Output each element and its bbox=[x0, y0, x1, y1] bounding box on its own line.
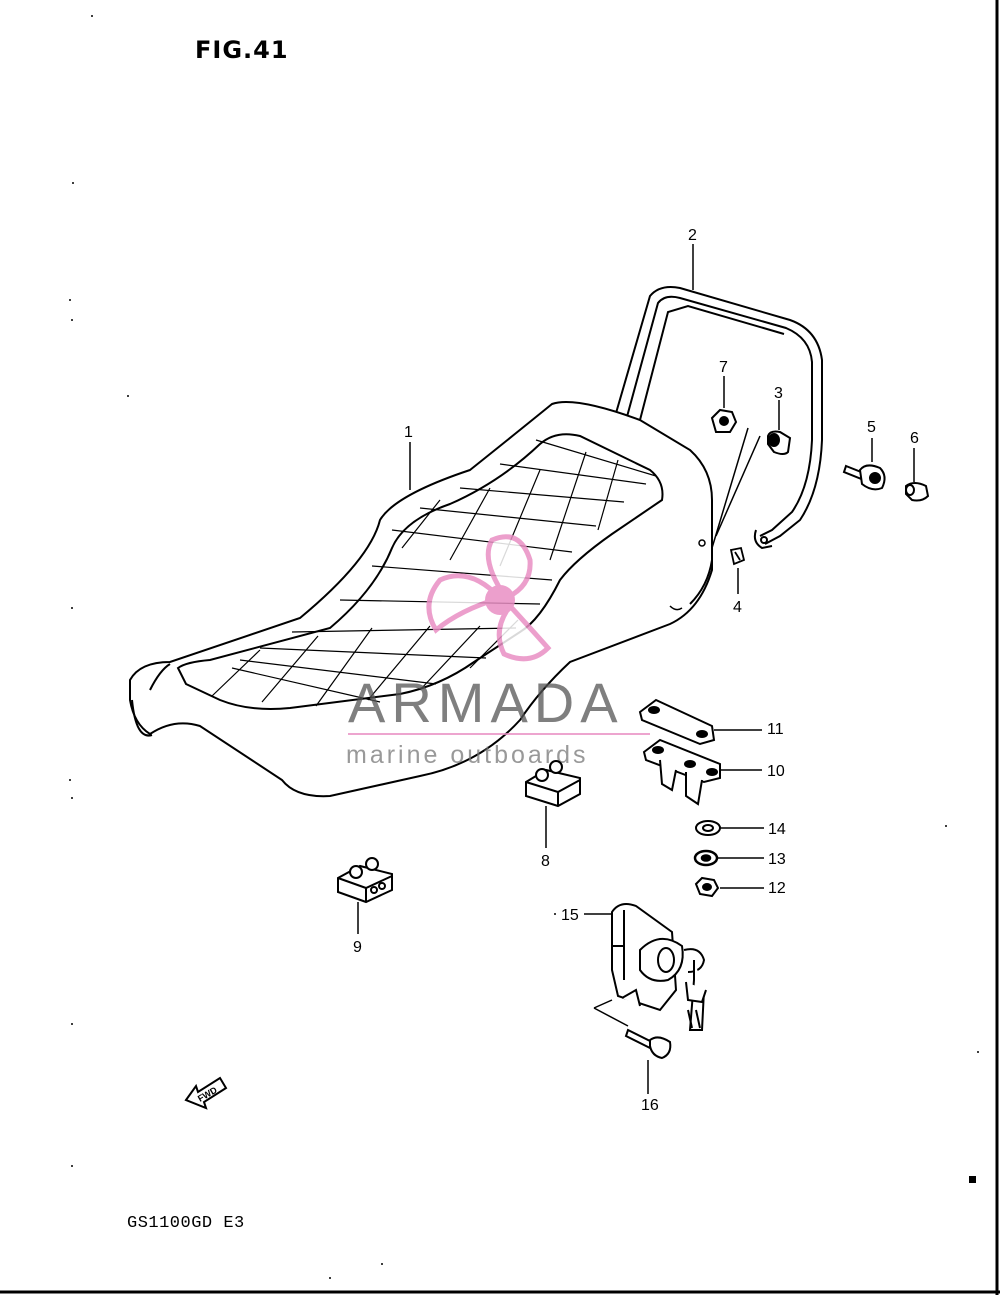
grab-rail bbox=[613, 286, 823, 550]
lock-washer-part-13 bbox=[693, 849, 719, 867]
hinge-plate-part-11 bbox=[638, 698, 716, 746]
callout-1: 1 bbox=[404, 424, 413, 441]
callout-9: 9 bbox=[353, 939, 362, 956]
callout-3: 3 bbox=[774, 385, 783, 402]
figure-title: FIG.41 bbox=[195, 36, 289, 64]
cushion-part-9 bbox=[337, 857, 393, 904]
callout-12: 12 bbox=[768, 880, 786, 897]
watermark-tagline: marine outboards bbox=[346, 741, 589, 769]
callout-15: 15 bbox=[561, 907, 579, 924]
callout-10: 10 bbox=[767, 763, 785, 780]
model-code: GS1100GD E3 bbox=[127, 1214, 245, 1233]
leader-lines bbox=[357, 244, 915, 1094]
seat-lock-part-15 bbox=[611, 903, 707, 1031]
margin-mark bbox=[969, 1176, 976, 1183]
callout-4: 4 bbox=[733, 599, 742, 616]
nut-part-7 bbox=[710, 408, 738, 433]
callout-5: 5 bbox=[867, 419, 876, 436]
seat bbox=[129, 401, 713, 798]
bolt-part-16 bbox=[624, 1028, 672, 1060]
callout-8: 8 bbox=[541, 853, 550, 870]
bolt-part-5 bbox=[842, 464, 886, 491]
callout-16: 16 bbox=[641, 1097, 659, 1114]
spacer-part-3 bbox=[767, 430, 792, 455]
scan-specks bbox=[69, 15, 979, 1279]
callout-2: 2 bbox=[688, 227, 697, 244]
seat-hinge-part-10 bbox=[642, 738, 721, 806]
cap-part-6 bbox=[905, 482, 930, 502]
callout-11: 11 bbox=[767, 721, 784, 738]
cushion-part-8 bbox=[525, 760, 581, 808]
washer-part-14 bbox=[695, 820, 721, 836]
fwd-arrow-icon: FWD bbox=[184, 1076, 228, 1110]
nut-part-12 bbox=[694, 876, 720, 898]
callout-6: 6 bbox=[910, 430, 919, 447]
callout-labels: 1 2 3 4 5 6 7 8 9 10 11 12 13 14 15 16 bbox=[353, 227, 919, 1114]
watermark-name: ARMADA bbox=[348, 671, 624, 734]
callout-7: 7 bbox=[719, 359, 728, 376]
callout-13: 13 bbox=[768, 851, 786, 868]
clip-part-4 bbox=[729, 546, 746, 566]
callout-14: 14 bbox=[768, 821, 786, 838]
watermark-logo bbox=[426, 534, 552, 662]
